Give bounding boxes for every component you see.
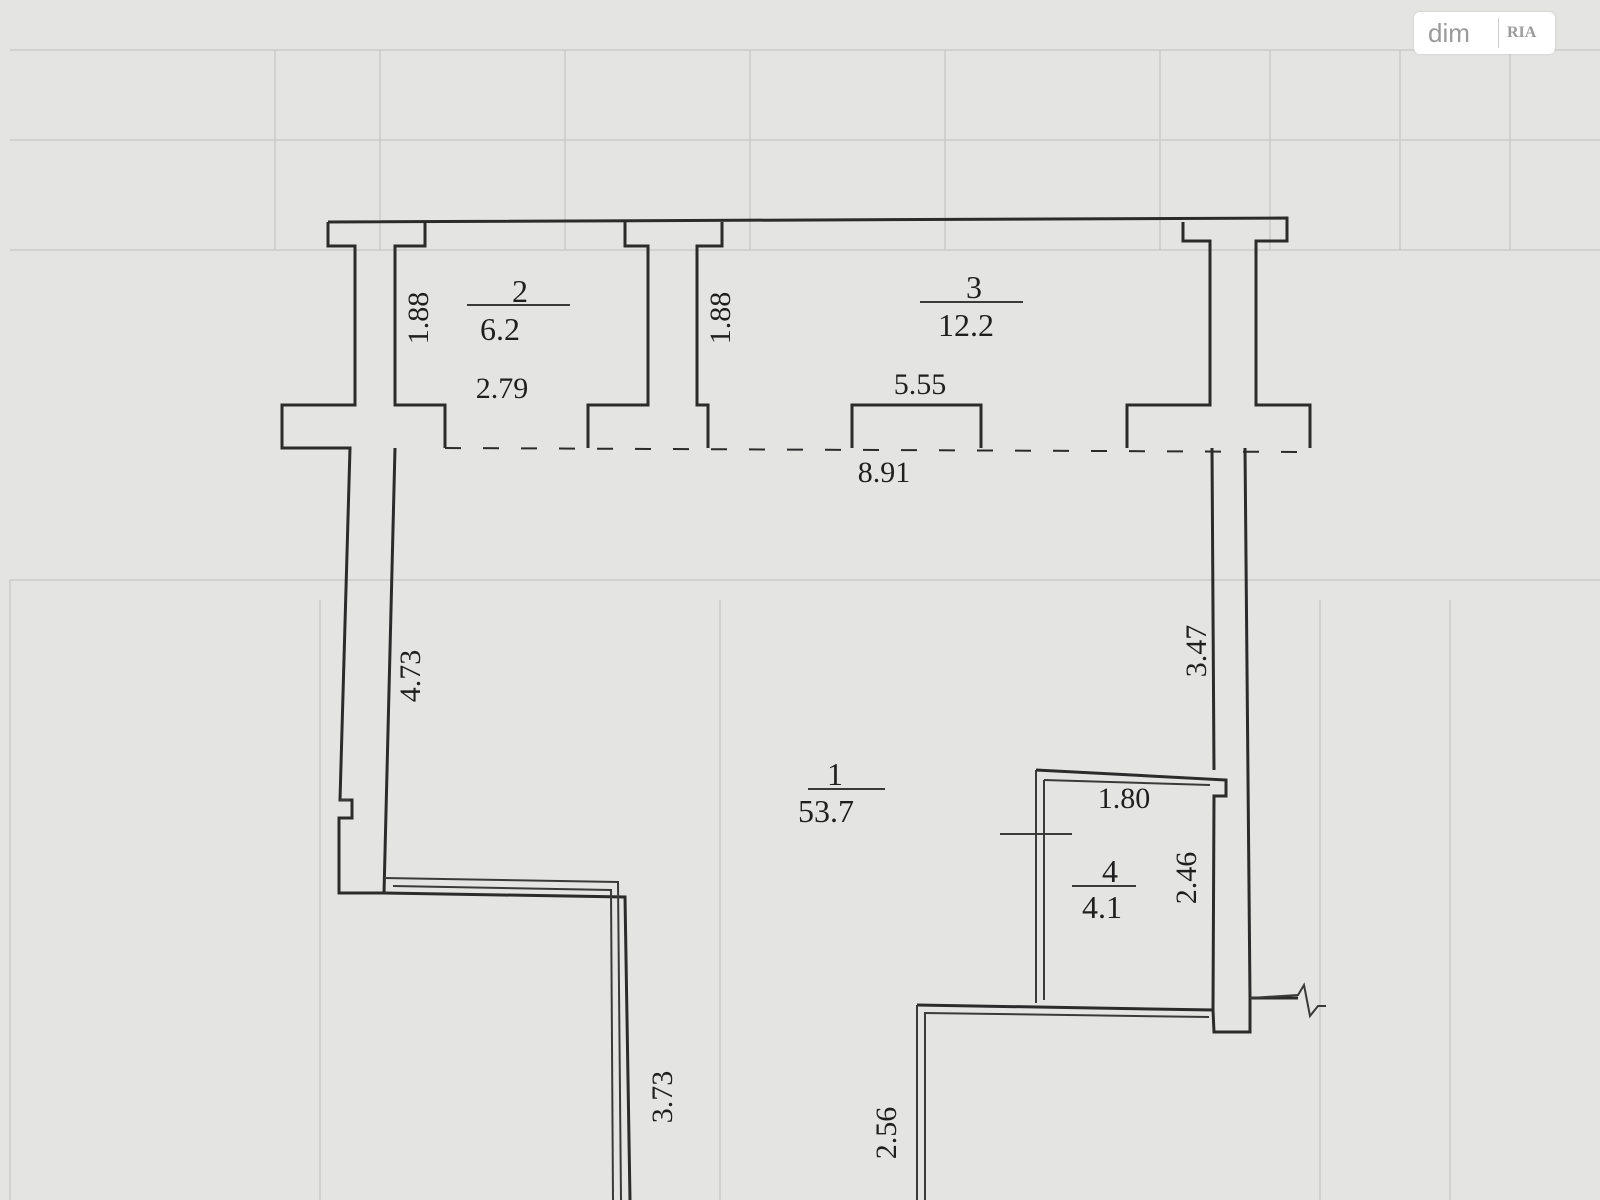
- dim-room2-depth: 1.88: [402, 292, 435, 345]
- room-3-number: 3: [966, 269, 982, 305]
- dim-lower-mid: 2.56: [870, 1107, 903, 1160]
- room-3-area: 12.2: [938, 307, 994, 343]
- room-2-area: 6.2: [480, 311, 520, 347]
- dim-room2-width: 2.79: [476, 372, 529, 405]
- room-1-number: 1: [827, 756, 843, 792]
- dim-lower-left: 3.73: [646, 1071, 679, 1124]
- room-4-number: 4: [1102, 853, 1118, 889]
- watermark-divider: [1498, 18, 1499, 48]
- bleed-through-table: [9, 49, 1600, 1200]
- room-2-number: 2: [512, 273, 528, 309]
- walls: [280, 216, 1326, 1200]
- dim-left-wall: 4.73: [394, 650, 427, 703]
- room-1-area: 53.7: [798, 793, 854, 829]
- watermark-brand: dim: [1428, 17, 1470, 48]
- dim-room4-width: 1.80: [1098, 782, 1151, 815]
- dim-room4-depth: 2.46: [1170, 852, 1203, 905]
- opening-dashed-line: [444, 447, 1311, 453]
- dim-main-width: 8.91: [858, 456, 911, 489]
- dim-right-wall: 3.47: [1180, 625, 1213, 678]
- dim-room3-depth: 1.88: [704, 292, 737, 345]
- watermark-badge: dim RIA: [1414, 12, 1555, 54]
- room-4-area: 4.1: [1082, 889, 1122, 925]
- dim-room3-width: 5.55: [894, 368, 947, 401]
- watermark-mark: RIA: [1507, 24, 1537, 41]
